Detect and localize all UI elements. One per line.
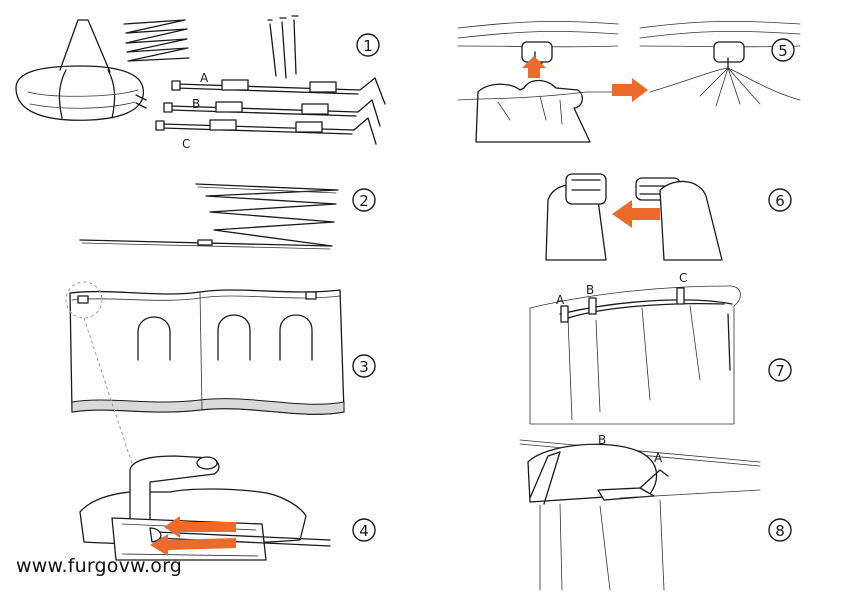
svg-text:5: 5	[778, 42, 788, 60]
pole-c	[155, 117, 377, 145]
step-3-panel	[65, 281, 345, 489]
step-number-6: 6	[768, 188, 792, 212]
svg-text:1: 1	[363, 37, 373, 55]
watermark: www.furgovw.org	[16, 555, 183, 577]
step7-label-b: B	[586, 283, 594, 297]
up-arrow-icon	[522, 56, 546, 78]
spring-icon	[123, 19, 190, 62]
step-1-panel: A B C	[15, 15, 386, 151]
step8-label-a: A	[654, 451, 663, 465]
svg-text:7: 7	[775, 362, 785, 380]
step-number-3: 3	[352, 354, 376, 378]
step-7-panel: A B C	[529, 271, 741, 425]
step-number-7: 7	[768, 358, 792, 382]
svg-text:6: 6	[775, 192, 785, 210]
pole-label-a: A	[200, 71, 209, 85]
step-6-panel	[545, 173, 723, 261]
pole-label-c: C	[182, 137, 190, 151]
step8-label-b: B	[598, 433, 606, 447]
svg-text:8: 8	[775, 522, 785, 540]
step7-label-c: C	[679, 271, 687, 285]
tent-pegs-icon	[267, 15, 299, 79]
step7-label-a: A	[556, 293, 565, 307]
svg-text:4: 4	[359, 522, 369, 540]
insert-arrow-icon	[164, 516, 236, 538]
pole-label-b: B	[192, 97, 200, 111]
step-5-panel	[457, 20, 801, 143]
right-arrow-icon	[612, 78, 648, 102]
step-number-8: 8	[768, 518, 792, 542]
carry-bag-icon	[15, 19, 147, 121]
pole-b	[163, 99, 381, 127]
buckle-arrow-icon	[612, 200, 660, 228]
svg-text:3: 3	[359, 358, 369, 376]
step-number-2: 2	[352, 188, 376, 212]
step-number-4: 4	[352, 518, 376, 542]
step-number-1: 1	[356, 33, 380, 57]
svg-text:2: 2	[359, 192, 369, 210]
step-2-panel	[79, 183, 339, 250]
step-number-5: 5	[771, 38, 795, 62]
step-4-panel	[79, 455, 331, 561]
pole-a	[171, 77, 386, 105]
step-8-panel: B A	[519, 433, 761, 591]
